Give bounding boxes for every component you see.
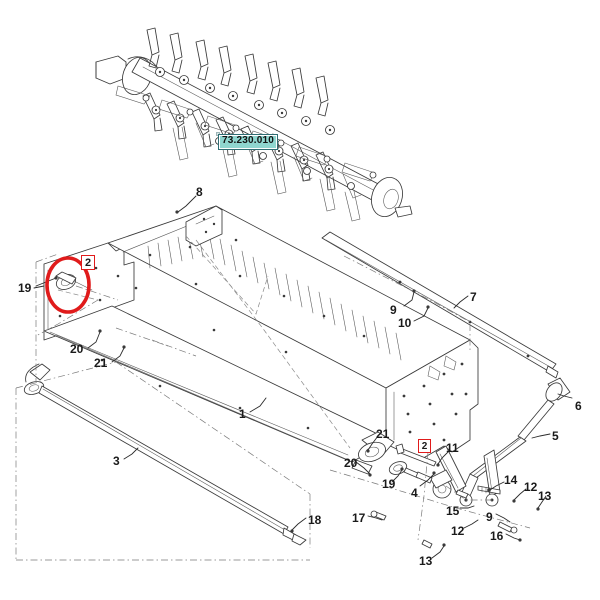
callout-14: 14: [504, 473, 518, 487]
callout-18: 18: [308, 513, 322, 527]
callout-13-upper: 13: [538, 489, 552, 503]
callout-15: 15: [446, 504, 460, 518]
bearing-left: [35, 271, 99, 301]
callout-3: 3: [113, 454, 120, 468]
callout-17: 17: [352, 511, 366, 525]
callout-21-right: 21: [376, 427, 390, 441]
callout-4: 4: [411, 486, 418, 500]
main-housing: [43, 205, 479, 463]
callout-19-left: 19: [18, 281, 32, 295]
part-number-tag[interactable]: 73.230.010: [218, 134, 279, 150]
part-number-tag-frame: 73.230.010: [216, 132, 279, 150]
highlight-annotations: [45, 256, 91, 314]
callout-10: 10: [398, 316, 412, 330]
callout-19-right: 19: [382, 477, 396, 491]
callout-13-lower: 13: [419, 554, 433, 568]
callout-1: 1: [239, 407, 246, 421]
callout-16: 16: [490, 529, 504, 543]
callout-20-right: 20: [344, 456, 358, 470]
long-bar-7: [321, 231, 559, 379]
callout-9-lower: 9: [486, 510, 493, 524]
callout-8: 8: [196, 185, 203, 199]
linkage-cluster: [329, 431, 531, 549]
red-box-2-upper-left[interactable]: 2: [81, 255, 95, 270]
callout-9-upper: 9: [390, 303, 397, 317]
callout-7: 7: [470, 290, 477, 304]
callout-5: 5: [552, 429, 559, 443]
callout-6: 6: [575, 399, 582, 413]
callout-12-upper: 12: [524, 480, 538, 494]
red-ellipse-highlight: [45, 256, 91, 314]
support-rod-3: [23, 363, 307, 546]
callout-21-left: 21: [94, 356, 108, 370]
rotor-assembly: [95, 27, 413, 222]
rod-end-18: [15, 361, 311, 561]
callout-12-lower: 12: [451, 524, 465, 538]
construction-guides: [35, 253, 471, 382]
red-box-2-lower-right[interactable]: 2: [418, 439, 431, 453]
leader-lines: [33, 195, 573, 559]
callout-20-left: 20: [70, 342, 84, 356]
callout-11: 11: [446, 441, 459, 455]
